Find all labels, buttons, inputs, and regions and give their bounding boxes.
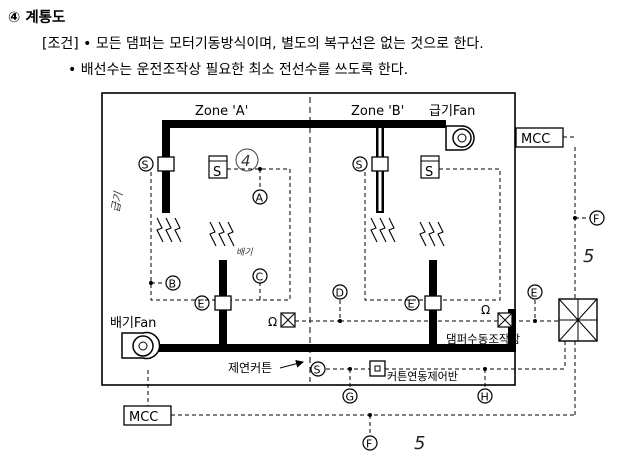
building-outline <box>101 92 516 386</box>
supply-fan-icon <box>445 125 475 151</box>
svg-text:S: S <box>425 165 433 180</box>
handwritten-supply-note: 급기 <box>109 190 125 213</box>
manual-switch-b: Ω <box>481 303 513 328</box>
condition-line-1: [조건] • 모든 댐퍼는 모터기동방식이며, 별도의 복구선은 없는 것으로 … <box>42 36 484 52</box>
s-circle-a <box>138 156 154 172</box>
supply-duct <box>162 120 446 213</box>
circle-label-f-bottom: F <box>362 435 378 451</box>
manual-switch-a: Ω <box>268 312 296 329</box>
circle-label-d: D <box>332 284 348 300</box>
smoke-detector-b: S <box>420 155 440 180</box>
svg-text:B: B <box>169 278 177 291</box>
svg-text:4: 4 <box>241 152 251 170</box>
section-title: ④ 계통도 <box>8 10 66 26</box>
exhaust-damper-b <box>424 295 442 311</box>
smoke-detector-a: S <box>208 155 228 180</box>
damper-manual-label: 댐퍼수동조작함 <box>446 332 520 346</box>
mcc-exhaust-label: MCC <box>129 410 158 425</box>
curtain-panel-label: 커튼연동제어반 <box>387 370 458 383</box>
junction-dots <box>149 167 577 417</box>
supply-fan-label: 급기Fan <box>429 104 475 119</box>
svg-text:D: D <box>336 287 344 300</box>
fire-control-panel <box>558 298 598 342</box>
svg-text:S: S <box>213 165 221 180</box>
handwritten-exhaust-note: 배기 <box>236 247 253 258</box>
supply-damper-a <box>157 156 175 172</box>
svg-text:H: H <box>481 391 489 404</box>
svg-text:Ω: Ω <box>268 315 277 329</box>
svg-text:S: S <box>314 364 321 377</box>
handwritten-five-bottom: 5 <box>414 433 425 454</box>
s-circle-curtain: S <box>310 361 326 377</box>
exhaust-damper-a <box>214 295 232 311</box>
svg-text:A: A <box>256 192 264 205</box>
mcc-supply-label: MCC <box>521 132 550 147</box>
svg-text:Ω: Ω <box>481 303 490 317</box>
svg-text:F: F <box>366 438 372 451</box>
control-wiring <box>147 136 590 437</box>
circle-label-a: A <box>252 189 268 205</box>
svg-text:G: G <box>346 391 355 404</box>
s-circle-a-text: S <box>142 159 149 172</box>
circle-label-h: H <box>477 388 493 404</box>
circle-label-g: G <box>342 388 358 404</box>
e-circle-b-text: E <box>408 298 415 311</box>
handwritten-five-right: 5 <box>583 246 594 267</box>
curtain-label: 제연커튼 <box>228 361 272 375</box>
circle-label-f-right: F <box>589 210 605 226</box>
s-circle-b <box>352 156 368 172</box>
svg-text:E: E <box>531 287 538 300</box>
s-circle-b-text: S <box>356 159 363 172</box>
exhaust-fan-label: 배기Fan <box>110 316 156 331</box>
circle-label-b: B <box>165 275 181 291</box>
exhaust-fan-icon <box>121 331 161 360</box>
e-circle-a-text: E <box>198 298 205 311</box>
handwritten-4-mark: 4 <box>235 148 259 172</box>
svg-text:F: F <box>593 213 599 226</box>
supply-damper-b <box>371 156 389 172</box>
zone-b-label: Zone 'B' <box>351 104 404 119</box>
circle-label-e: E <box>527 284 543 300</box>
airflow-arrows <box>156 217 445 247</box>
svg-text:C: C <box>256 271 264 284</box>
condition-line-2: • 배선수는 운전조작상 필요한 최소 전선수를 쓰도록 한다. <box>68 62 409 78</box>
curtain-panel-box <box>369 360 386 377</box>
circle-label-c: C <box>252 268 268 284</box>
zone-a-label: Zone 'A' <box>195 104 248 119</box>
